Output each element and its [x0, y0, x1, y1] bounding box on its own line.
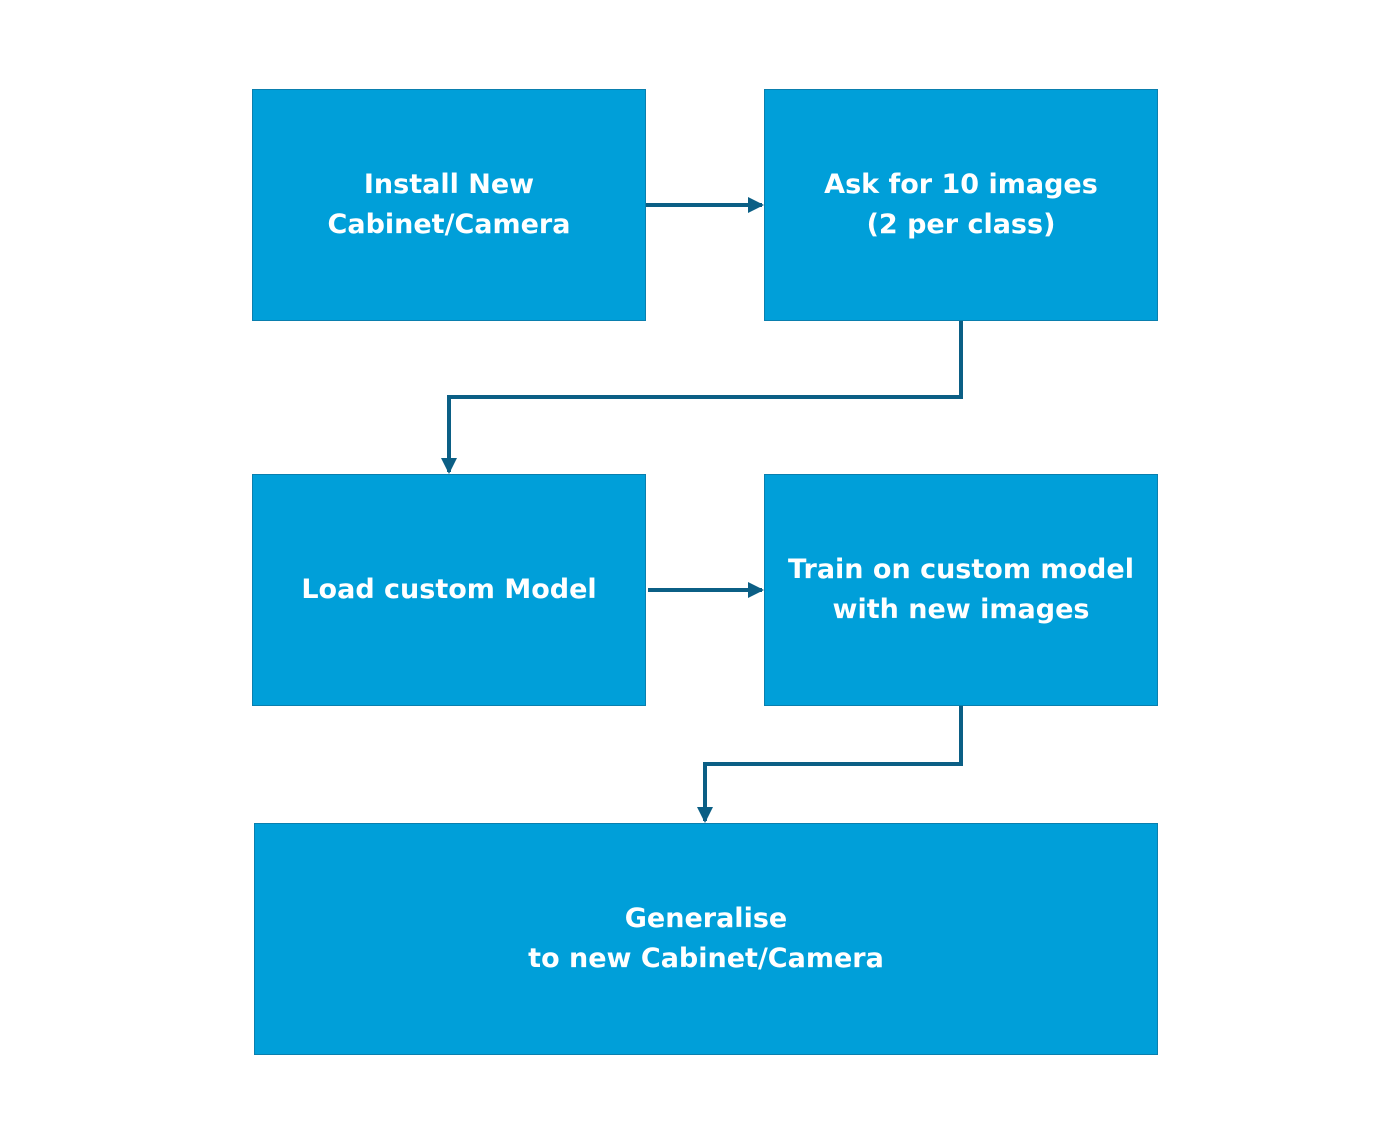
node-train-line-1: Train on custom model: [788, 554, 1134, 585]
node-install-line-2: Cabinet/Camera: [327, 209, 571, 240]
node-load-label: Load custom Model: [301, 570, 596, 610]
node-load-custom-model: Load custom Model: [252, 474, 646, 706]
node-ask-line-2: (2 per class): [866, 209, 1056, 240]
node-install-label: Install New Cabinet/Camera: [328, 165, 571, 245]
node-train-custom-model: Train on custom model with new images: [764, 474, 1158, 706]
node-load-line-1: Load custom Model: [301, 574, 597, 605]
arrow-ask-to-load: [441, 321, 963, 474]
node-ask-for-images: Ask for 10 images (2 per class): [764, 89, 1158, 321]
node-install-new-cabinet-camera: Install New Cabinet/Camera: [252, 89, 646, 321]
node-generalise-line-2: to new Cabinet/Camera: [528, 943, 884, 974]
node-generalise-label: Generalise to new Cabinet/Camera: [528, 899, 884, 979]
node-generalise-line-1: Generalise: [624, 903, 788, 934]
arrow-train-to-generalise: [697, 706, 963, 823]
node-ask-line-1: Ask for 10 images: [824, 169, 1098, 200]
node-install-line-1: Install New: [363, 169, 535, 200]
node-ask-label: Ask for 10 images (2 per class): [824, 165, 1098, 245]
node-generalise: Generalise to new Cabinet/Camera: [254, 823, 1158, 1055]
node-train-label: Train on custom model with new images: [788, 550, 1134, 630]
node-train-line-2: with new images: [832, 594, 1090, 625]
